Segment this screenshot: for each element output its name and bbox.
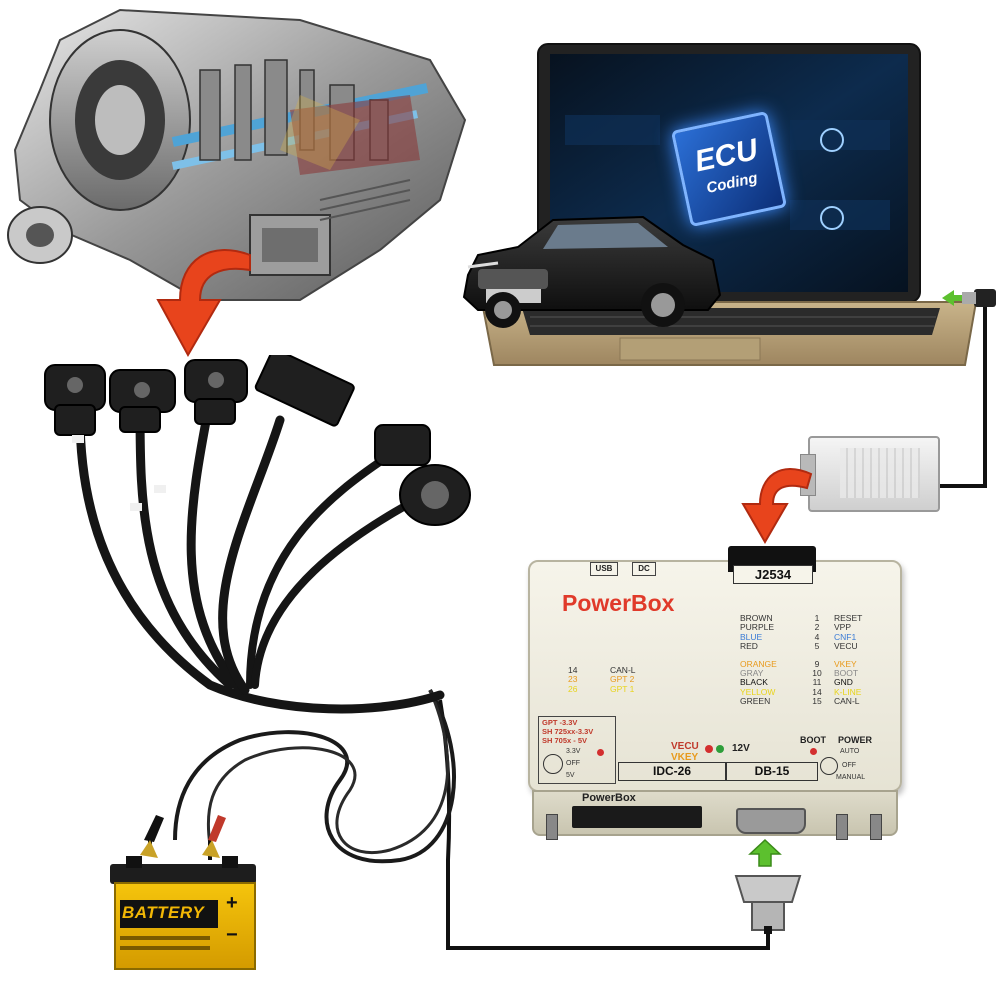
pin-row: 23 GPT 2 [568, 674, 678, 685]
front-brand-label: PowerBox [582, 792, 636, 804]
pin-function: BOOT [834, 667, 859, 678]
pin-row: YELLOW 14 K-LINE [740, 686, 880, 697]
arrow-down-icon [156, 249, 251, 358]
gpt-voltage-box [538, 716, 616, 784]
12v-label: 12V [732, 743, 750, 754]
gpt-led-icon [597, 749, 604, 756]
vkey-label: VKEY [671, 752, 699, 763]
db15-plug-icon [734, 875, 802, 934]
power-manual-label: MANUAL [836, 774, 866, 781]
db15-port [736, 808, 806, 834]
power-mode-switch[interactable] [820, 757, 838, 775]
idc26-port [572, 806, 702, 828]
pin-number: 11 [812, 677, 822, 688]
gpt-5v-label: 5V [566, 772, 575, 779]
pin-number: 2 [814, 622, 820, 633]
gpt-3v3-label: 3.3V [566, 748, 581, 755]
usb-port-label: USB [590, 562, 618, 576]
car-image [462, 215, 722, 328]
pin-number: 14 [812, 686, 822, 697]
power-auto-label: AUTO [840, 748, 860, 755]
pin-number: 14 [568, 665, 578, 675]
pin-wire-color: YELLOW [740, 686, 776, 697]
pin-number: 10 [812, 667, 822, 678]
pin-wire-color: BLUE [740, 631, 763, 642]
pin-wire-color: ORANGE [740, 658, 777, 669]
pin-number: 23 [568, 674, 578, 685]
boot-label: BOOT [800, 735, 826, 745]
pin-table-left: 14 CAN-L 23 GPT 2 26 GPT 1 [568, 665, 678, 694]
pin-row: BROWN 1 RESET [740, 613, 880, 623]
db15-label: DB-15 [726, 762, 818, 781]
power-off-label: OFF [842, 762, 856, 769]
pin-wire-color: GRAY [740, 667, 764, 678]
pin-number: 4 [814, 631, 820, 642]
pin-function: VECU [834, 641, 858, 652]
gearbox-image [7, 8, 467, 301]
pin-number: 1 [814, 613, 820, 623]
pin-function: K-LINE [834, 686, 862, 697]
pin-row: BLUE 4 CNF1 [740, 631, 880, 642]
j2534-label: J2534 [733, 565, 813, 584]
pin-row: RED 5 VECU [740, 641, 880, 652]
battery-label: BATTERY [122, 903, 205, 922]
pin-number: 9 [814, 658, 820, 669]
gpt-toggle[interactable] [546, 814, 558, 840]
gpt-voltage-switch[interactable] [543, 754, 563, 774]
vecu-label: VECU [671, 741, 699, 752]
arrow-up-icon [748, 838, 782, 867]
battery-minus-sign: − [226, 924, 238, 946]
boot-toggle[interactable] [836, 814, 848, 840]
pin-function: RESET [834, 613, 863, 623]
usb-cable [935, 300, 987, 488]
gpt-line-2: SH 725xx-3.3V [542, 727, 594, 736]
pin-wire-color: BROWN [740, 613, 773, 623]
pin-function: GPT 1 [610, 683, 635, 694]
pin-wire-color: GREEN [740, 696, 771, 707]
boot-led-icon [810, 748, 817, 755]
pin-function: VKEY [834, 658, 857, 669]
laptop-image [480, 43, 978, 366]
power-toggle[interactable] [870, 814, 882, 840]
pin-row: 14 CAN-L [568, 665, 678, 675]
pin-function: GND [834, 677, 853, 688]
pin-function: VPP [834, 622, 852, 633]
pin-row: 26 GPT 1 [568, 683, 678, 694]
battery-image: BATTERY + − [110, 856, 256, 970]
pin-number: 5 [814, 641, 820, 652]
pin-row: ORANGE 9 VKEY [740, 658, 880, 669]
gpt-off-label: OFF [566, 760, 580, 767]
j2534-connector [800, 436, 940, 512]
pin-function: CAN-L [834, 696, 860, 707]
vecu-led-icon [705, 745, 713, 753]
gpt-line-1: GPT -3.3V [542, 718, 578, 727]
battery-clamps [140, 815, 226, 858]
pin-function: GPT 2 [610, 674, 635, 685]
pin-number: 15 [812, 696, 822, 707]
idc26-label: IDC-26 [618, 762, 726, 781]
pin-number: 26 [568, 683, 578, 694]
powerbox-device [528, 560, 902, 792]
pin-row: PURPLE 2 VPP [740, 622, 880, 633]
pin-wire-color: RED [740, 641, 758, 652]
pin-function: CNF1 [834, 631, 857, 642]
powerbox-title: PowerBox [562, 590, 675, 616]
pin-row: GREEN 15 CAN-L [740, 696, 880, 707]
arrow-down-small-icon [741, 468, 813, 544]
pin-row: BLACK 11 GND [740, 677, 880, 688]
pin-wire-color: BLACK [740, 677, 768, 688]
power-label: POWER [838, 735, 873, 745]
pin-wire-color: PURPLE [740, 622, 775, 633]
gpt-line-3: SH 705x - 5V [542, 736, 588, 745]
dc-port-label: DC [632, 562, 656, 576]
pin-row: GRAY 10 BOOT [740, 667, 880, 678]
battery-plus-sign: + [226, 892, 238, 914]
usb-plug-icon [942, 289, 996, 307]
pin-function: CAN-L [610, 665, 636, 675]
cable-harness-image [44, 355, 471, 714]
power-led-icon [716, 745, 724, 753]
